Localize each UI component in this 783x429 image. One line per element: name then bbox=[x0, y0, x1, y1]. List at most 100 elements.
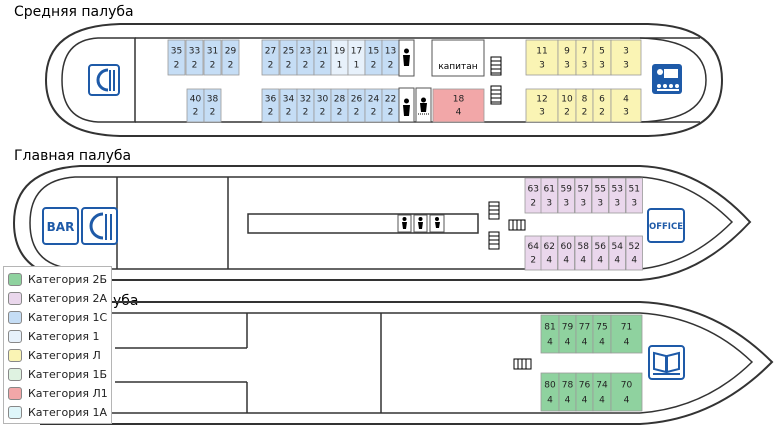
cabin-number: 9 bbox=[564, 46, 570, 56]
middle-deck-title: Средняя палуба bbox=[14, 4, 134, 20]
cabin-62[interactable] bbox=[540, 235, 558, 271]
library-icon bbox=[648, 345, 685, 380]
cabin-number: 70 bbox=[621, 380, 633, 390]
cabin-51[interactable] bbox=[625, 177, 643, 214]
cabin-berths: 2 bbox=[268, 60, 274, 70]
cabin-70[interactable] bbox=[610, 372, 643, 412]
restaurant-icon bbox=[81, 207, 118, 245]
lower-inner-bow bbox=[639, 312, 754, 414]
cabin-27[interactable] bbox=[261, 39, 280, 76]
cabin-36[interactable] bbox=[261, 88, 280, 123]
cabin-number: 61 bbox=[544, 184, 555, 194]
cabin-11[interactable] bbox=[525, 39, 559, 76]
legend-label: Категория Л bbox=[28, 349, 101, 362]
cabin-number: 13 bbox=[385, 46, 396, 56]
stairs-icon bbox=[490, 56, 502, 76]
cabin-18[interactable] bbox=[432, 88, 485, 123]
legend-item: Категория 2А bbox=[8, 289, 111, 308]
cabin-number: 59 bbox=[561, 184, 573, 194]
legend-item: Категория 2Б bbox=[8, 270, 111, 289]
cabin-berths: 4 bbox=[565, 338, 571, 348]
cabin-number: 32 bbox=[300, 95, 311, 105]
cabin-berths: 4 bbox=[565, 396, 571, 406]
cabin-56[interactable] bbox=[591, 235, 609, 271]
cabin-number: 18 bbox=[453, 95, 465, 105]
cabin-number: 77 bbox=[579, 322, 590, 332]
cabin-number: 33 bbox=[189, 46, 200, 56]
cabin-4[interactable] bbox=[610, 88, 642, 123]
cabin-number: 80 bbox=[544, 380, 556, 390]
legend-label: Категория 1А bbox=[28, 406, 108, 419]
cabin-berths: 2 bbox=[286, 108, 292, 118]
cabin-berths: 2 bbox=[193, 108, 199, 118]
cabin-31[interactable] bbox=[203, 39, 222, 76]
conference-icon bbox=[652, 64, 682, 94]
cabin-3[interactable] bbox=[610, 39, 642, 76]
cabin-berths: 3 bbox=[539, 108, 545, 118]
cabin-number: 36 bbox=[265, 95, 277, 105]
cabin-berths: 3 bbox=[546, 198, 552, 208]
legend-item: Категория 1 bbox=[8, 327, 111, 346]
cabin-berths: 3 bbox=[623, 60, 629, 70]
cabin-57[interactable] bbox=[574, 177, 592, 214]
cabin-number: 79 bbox=[562, 322, 574, 332]
cabin-number: 4 bbox=[623, 95, 629, 105]
toilet-icon bbox=[413, 214, 428, 233]
legend-swatch bbox=[8, 330, 22, 343]
cabin-35[interactable] bbox=[167, 39, 186, 76]
middle-inner-bow bbox=[639, 37, 707, 123]
legend-label: Категория 2А bbox=[28, 292, 108, 305]
cabin-berths: 2 bbox=[303, 108, 309, 118]
shower-icon bbox=[429, 214, 445, 233]
captain-cabin[interactable] bbox=[431, 39, 485, 77]
cabin-61[interactable] bbox=[540, 177, 558, 214]
main-deck-hull bbox=[12, 165, 752, 281]
cabin-12[interactable] bbox=[525, 88, 559, 123]
cabin-number: 17 bbox=[351, 46, 362, 56]
middle-deck-inner bbox=[61, 37, 136, 123]
main-deck-inner bbox=[29, 176, 734, 270]
cabin-berths: 2 bbox=[599, 108, 605, 118]
cabin-berths: 4 bbox=[456, 108, 462, 118]
cabin-number: 26 bbox=[351, 95, 363, 105]
cabin-berths: 2 bbox=[320, 60, 326, 70]
cabin-59[interactable] bbox=[557, 177, 575, 214]
cabin-berths: 4 bbox=[624, 396, 630, 406]
cabin-berths: 3 bbox=[539, 60, 545, 70]
cabin-berths: 3 bbox=[580, 198, 586, 208]
cabin-berths: 3 bbox=[614, 198, 620, 208]
legend-item: Категория 1С bbox=[8, 308, 111, 327]
cabin-33[interactable] bbox=[185, 39, 204, 76]
cabin-number: 55 bbox=[595, 184, 606, 194]
cabin-38[interactable] bbox=[203, 88, 222, 123]
cabin-number: 19 bbox=[334, 46, 346, 56]
cabin-58[interactable] bbox=[574, 235, 592, 271]
cabin-berths: 3 bbox=[597, 198, 603, 208]
cabin-52[interactable] bbox=[625, 235, 643, 271]
cabin-berths: 2 bbox=[371, 108, 377, 118]
cabin-berths: 4 bbox=[614, 256, 620, 266]
legend-swatch bbox=[8, 349, 22, 362]
cabin-71[interactable] bbox=[610, 314, 643, 354]
cabin-berths: 4 bbox=[599, 338, 605, 348]
cabin-number: 15 bbox=[368, 46, 379, 56]
cabin-53[interactable] bbox=[608, 177, 626, 214]
lower-deck-hull bbox=[40, 301, 774, 425]
stairs-icon bbox=[490, 85, 502, 105]
cabin-60[interactable] bbox=[557, 235, 575, 271]
cabin-29[interactable] bbox=[221, 39, 240, 76]
cabin-number: 74 bbox=[596, 380, 608, 390]
legend-label: Категория 1С bbox=[28, 311, 108, 324]
legend-label: Категория 1 bbox=[28, 330, 100, 343]
cabin-55[interactable] bbox=[591, 177, 609, 214]
cabin-54[interactable] bbox=[608, 235, 626, 271]
cabin-berths: 2 bbox=[530, 198, 536, 208]
cabin-number: 34 bbox=[283, 95, 295, 105]
cabin-berths: 2 bbox=[371, 60, 377, 70]
